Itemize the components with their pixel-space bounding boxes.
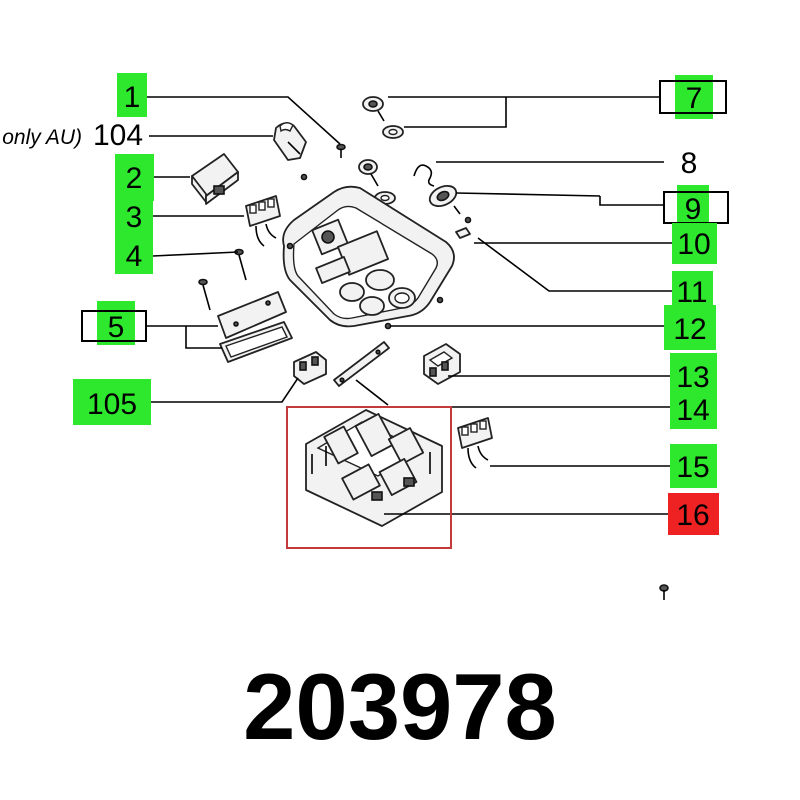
callout-10-text: 10 [677, 228, 710, 261]
callout-9[interactable]: 9 [663, 185, 729, 229]
callout-104-text: 104 [93, 119, 143, 152]
callout-12-badge [664, 305, 716, 350]
part-knob-pair[interactable] [358, 159, 396, 205]
callout-4-text: 4 [126, 240, 143, 273]
callout-2-text: 2 [126, 162, 143, 195]
callout-7[interactable]: 7 [659, 75, 727, 119]
part-1-screw[interactable] [336, 143, 346, 159]
callout-12[interactable]: 12 [664, 305, 716, 350]
callout-13[interactable]: 13 [670, 353, 717, 397]
part-13-relay[interactable] [423, 343, 461, 385]
part-16-electronics-module[interactable] [305, 409, 443, 527]
callout-105-badge [73, 379, 151, 425]
callout-1-text: 1 [124, 81, 141, 114]
callout-7-frame [659, 80, 727, 114]
callout-16[interactable]: 16 [668, 493, 719, 535]
callout-105-text: 105 [87, 388, 137, 421]
part-105-clip[interactable] [293, 351, 327, 385]
callout-14[interactable]: 14 [670, 390, 717, 429]
part-15-terminal-block[interactable] [457, 417, 493, 469]
callout-2-badge [115, 154, 154, 201]
part-10-pin[interactable] [455, 227, 471, 239]
part-4-screw[interactable] [198, 248, 247, 311]
callout-104[interactable]: only AU) 104 [2, 119, 143, 152]
selection-frame [286, 406, 452, 549]
callout-5-text: 5 [108, 311, 125, 344]
callout-7-text: 7 [686, 82, 703, 115]
callout-5[interactable]: 5 [81, 301, 147, 345]
callout-16-badge [668, 493, 719, 535]
part-2-switch-cover[interactable] [191, 153, 239, 205]
callout-11-text: 11 [676, 276, 707, 309]
callout-3-badge [115, 196, 153, 236]
part-9-knob[interactable] [427, 182, 472, 224]
part-5-cover-plates[interactable] [217, 291, 293, 363]
callout-14-text: 14 [676, 394, 709, 427]
leader-lines [146, 96, 672, 515]
callout-15-text: 15 [676, 451, 709, 484]
callout-5-badge [97, 301, 135, 345]
callout-13-badge [670, 353, 717, 397]
callout-11-badge [672, 271, 713, 311]
callout-7-badge [675, 75, 713, 119]
callout-2[interactable]: 2 [115, 154, 154, 201]
part-12-control-panel[interactable] [282, 185, 455, 330]
callout-8-text: 8 [681, 147, 698, 180]
callout-4[interactable]: 4 [115, 230, 153, 274]
callout-4-badge [115, 230, 153, 274]
part-3-terminal-block[interactable] [245, 195, 281, 247]
callout-11[interactable]: 11 [672, 271, 713, 311]
note-only-au: only AU) [2, 126, 82, 149]
callout-5-frame [81, 310, 147, 342]
callout-9-text: 9 [685, 193, 702, 226]
part-8-spring[interactable] [413, 164, 435, 187]
loose-screw[interactable] [659, 584, 669, 600]
part-104-plug[interactable] [273, 122, 308, 181]
callout-10[interactable]: 10 [672, 223, 717, 264]
callout-3-text: 3 [126, 201, 143, 234]
callout-15-badge [670, 444, 717, 488]
callout-3[interactable]: 3 [115, 196, 153, 236]
part-7-cap-washer[interactable] [362, 96, 404, 139]
callout-13-text: 13 [676, 361, 709, 394]
callout-12-text: 12 [673, 313, 706, 346]
part-14-gasket[interactable] [333, 341, 390, 387]
part-number: 203978 [243, 654, 557, 759]
callout-105[interactable]: 105 [73, 379, 151, 425]
callout-10-badge [672, 223, 717, 264]
callout-16-text: 16 [676, 499, 709, 532]
callout-1[interactable]: 1 [117, 73, 147, 117]
callout-1-badge [117, 73, 147, 117]
callout-15[interactable]: 15 [670, 444, 717, 488]
callout-8[interactable]: 8 [681, 147, 698, 180]
callout-14-badge [670, 390, 717, 429]
